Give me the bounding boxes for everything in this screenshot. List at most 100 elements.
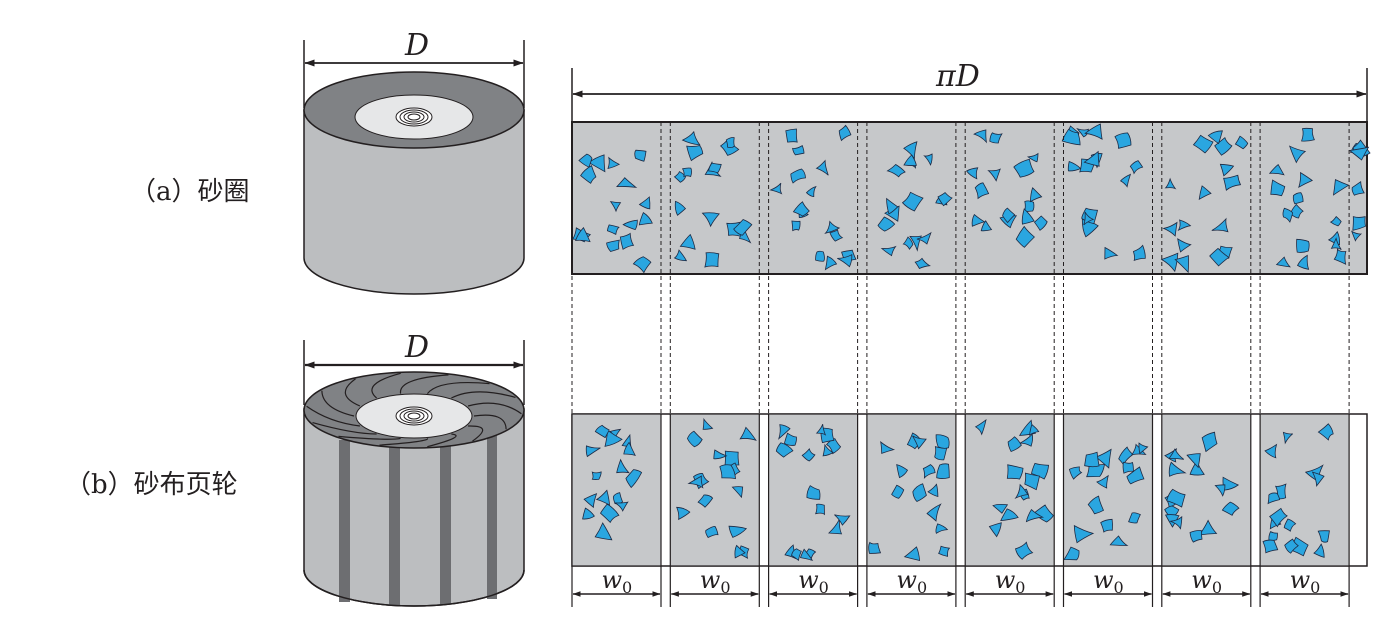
- abrasive-grain: [676, 506, 691, 521]
- abrasive-grain: [1198, 519, 1218, 536]
- abrasive-grains-bottom: [582, 417, 1334, 562]
- abrasive-grain: [1128, 512, 1141, 524]
- abrasive-grain: [1282, 431, 1293, 445]
- abrasive-grain: [1267, 492, 1281, 505]
- abrasive-grain: [1014, 483, 1029, 499]
- abrasive-grain: [791, 548, 802, 562]
- abrasive-grain: [1084, 451, 1100, 468]
- flap-blade-edge: [312, 422, 377, 435]
- abrasive-grain: [829, 229, 844, 242]
- abrasive-grain: [1189, 530, 1203, 543]
- abrasive-grain: [1076, 127, 1089, 138]
- abrasive-grain: [634, 149, 647, 162]
- abrasive-grain: [1198, 185, 1212, 201]
- abrasive-grain: [1348, 146, 1370, 161]
- abrasive-grain: [1214, 484, 1226, 497]
- abrasive-grain: [728, 525, 748, 538]
- abrasive-grain: [1015, 225, 1035, 248]
- abrasive-grain: [574, 227, 591, 243]
- abrasive-grain: [880, 441, 896, 454]
- abrasive-grain: [799, 548, 814, 562]
- abrasive-grain: [1068, 466, 1083, 480]
- abrasive-grain: [632, 256, 652, 274]
- abrasive-grain: [1013, 158, 1035, 178]
- abrasive-grain: [1332, 178, 1350, 196]
- abrasive-grain: [935, 523, 949, 534]
- abrasive-grain: [733, 219, 753, 236]
- abrasive-grain: [702, 417, 714, 430]
- abrasive-grain: [1104, 246, 1119, 260]
- abrasive-grain: [1223, 174, 1242, 191]
- abrasive-grain: [615, 177, 638, 188]
- abrasive-grain: [673, 249, 688, 262]
- abrasive-grain: [916, 231, 932, 245]
- abrasive-grain: [1122, 461, 1134, 474]
- abrasive-grain: [868, 541, 882, 554]
- abrasive-grain: [725, 137, 735, 148]
- abrasive-grain: [1126, 466, 1145, 485]
- abrasive-grain: [674, 200, 687, 216]
- diameter-dimension-a: [303, 40, 525, 108]
- abrasive-grain: [815, 159, 829, 176]
- abrasive-grain: [705, 525, 719, 539]
- abrasive-grain: [594, 522, 613, 541]
- abrasive-grain: [927, 483, 939, 498]
- abrasive-grain: [1162, 221, 1178, 237]
- abrasive-grain: [1084, 123, 1103, 140]
- abrasive-grain: [1292, 192, 1304, 205]
- abrasive-grain: [815, 423, 827, 436]
- abrasive-grain: [708, 162, 722, 174]
- abrasive-grain: [1006, 464, 1024, 480]
- width-label: w0: [896, 566, 927, 597]
- abrasive-grain: [1114, 132, 1132, 149]
- width-label: w0: [1290, 566, 1321, 597]
- abrasive-grain: [609, 201, 622, 213]
- abrasive-grain: [1109, 535, 1129, 546]
- abrasive-grain: [1186, 453, 1201, 469]
- abrasive-grain: [1029, 423, 1040, 436]
- abrasive-grain: [923, 153, 933, 166]
- abrasive-grain: [616, 458, 630, 474]
- abrasive-grain: [1168, 448, 1185, 460]
- abrasive-grain: [1118, 446, 1134, 466]
- abrasive-grain: [1219, 163, 1235, 177]
- abrasive-grain: [687, 475, 704, 489]
- abrasive-grain: [1311, 471, 1325, 488]
- abrasive-grain: [806, 485, 821, 500]
- abrasive-grain: [606, 224, 620, 236]
- abrasive-grain: [1290, 203, 1304, 219]
- abrasive-grain: [769, 182, 783, 195]
- abrasive-grain: [606, 239, 620, 252]
- abrasive-grain: [825, 438, 842, 455]
- abrasive-grain: [679, 233, 696, 250]
- abrasive-grain: [896, 464, 909, 479]
- abrasive-grain: [1138, 442, 1149, 455]
- abrasive-grain: [1002, 207, 1016, 224]
- abrasive-grain: [1168, 461, 1187, 477]
- width-label: w0: [995, 566, 1026, 597]
- abrasive-grain: [673, 171, 687, 183]
- abrasive-grain: [834, 514, 851, 526]
- abrasive-grain: [1270, 179, 1286, 197]
- abrasive-grain: [937, 192, 953, 207]
- abrasive-grain: [805, 185, 817, 198]
- abrasive-grain: [1177, 219, 1192, 232]
- abrasive-grain: [912, 483, 927, 502]
- abrasive-grain: [914, 257, 931, 270]
- abrasive-grain: [791, 220, 801, 232]
- abrasive-grain: [686, 430, 703, 448]
- abrasive-grain: [1221, 501, 1240, 516]
- abrasive-grain: [1284, 538, 1299, 554]
- abrasive-grain: [922, 464, 936, 480]
- abrasive-grain: [604, 429, 623, 447]
- abrasive-grain: [775, 442, 794, 458]
- abrasive-grain: [903, 546, 921, 562]
- abrasive-grain: [638, 196, 651, 210]
- abrasive-grain: [623, 441, 636, 457]
- abrasive-grain: [1329, 215, 1342, 227]
- circumference-dimension: [571, 68, 1368, 122]
- abrasive-grain: [1268, 531, 1278, 541]
- abrasive-grain: [1129, 160, 1144, 175]
- abrasive-grain: [886, 163, 906, 178]
- abrasive-grain: [1296, 254, 1310, 270]
